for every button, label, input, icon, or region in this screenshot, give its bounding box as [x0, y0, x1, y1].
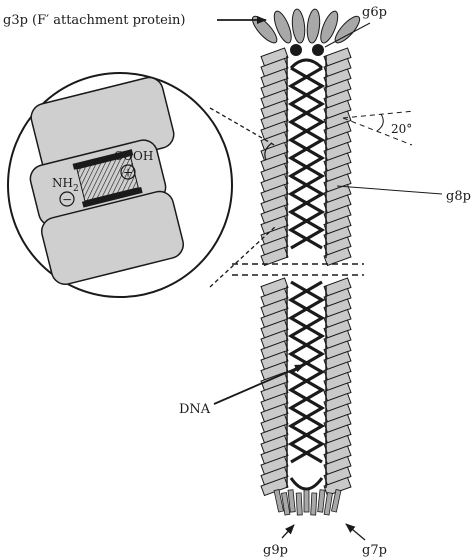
- lower-subunit-block: [40, 190, 184, 285]
- tip-protein: [295, 492, 303, 516]
- tip-protein: [331, 489, 342, 513]
- dna-label: DNA: [179, 402, 211, 417]
- g3p-petal: [334, 15, 361, 44]
- negative-charge-circle: [59, 191, 75, 207]
- g6p-dots: [290, 44, 324, 56]
- g3p-attachment-proteins: [251, 8, 361, 44]
- g3p-petal: [291, 8, 306, 44]
- g8p-right-column: [323, 47, 352, 497]
- tip-protein: [287, 489, 296, 513]
- g7p-arrow: [345, 523, 366, 541]
- phage-filament: [260, 47, 352, 497]
- g8p-label: g8p: [446, 189, 471, 204]
- dna-top-loop: [289, 58, 324, 70]
- tip-protein: [323, 492, 333, 516]
- angle-label: 20°: [391, 122, 412, 136]
- annotations: g3p (F′ attachment protein) g6p g8p DNA …: [3, 5, 471, 558]
- nh2-label: NH2: [52, 176, 79, 194]
- plus-sign: +: [123, 166, 133, 180]
- dna-strand-b: [287, 66, 326, 250]
- break-marks: [232, 263, 364, 276]
- g3p-petal: [273, 10, 292, 44]
- g8p-left-column: [260, 47, 289, 497]
- g3p-petal: [320, 10, 339, 44]
- angle-indicator: 20°: [342, 110, 415, 146]
- tip-protein: [317, 489, 326, 513]
- dna-strand-a: [287, 280, 326, 464]
- g8p-leader: [336, 185, 443, 195]
- capsid-inner-walls: [286, 56, 327, 488]
- minus-sign: −: [62, 193, 72, 207]
- g9p-label: g9p: [263, 543, 288, 558]
- dna-arrow: [213, 364, 305, 405]
- tip-protein: [281, 492, 291, 516]
- g8p-subunit-right: [323, 246, 352, 267]
- dna-strand-b: [287, 280, 326, 464]
- g3p-petal: [306, 8, 321, 44]
- tip-protein: [310, 492, 318, 516]
- tip-protein: [303, 489, 310, 513]
- g6p-label: g6p: [362, 5, 387, 20]
- g9p-arrow: [281, 524, 295, 539]
- cooh-label: COOH: [114, 149, 153, 163]
- g7p-g9p-tip: [273, 489, 342, 516]
- tip-protein: [273, 489, 284, 513]
- dna-bottom-loop: [289, 477, 324, 491]
- g8p-subunit-left: [260, 246, 289, 267]
- g3p-label: g3p (F′ attachment protein): [3, 13, 185, 28]
- dna-strand-a: [287, 66, 326, 250]
- dna-double-strand: [287, 58, 326, 491]
- g7p-label: g7p: [362, 543, 387, 558]
- g6p-leader: [324, 22, 371, 48]
- inset-magnified-view: − + NH2 COOH: [7, 72, 277, 298]
- positive-charge-circle: [120, 164, 136, 180]
